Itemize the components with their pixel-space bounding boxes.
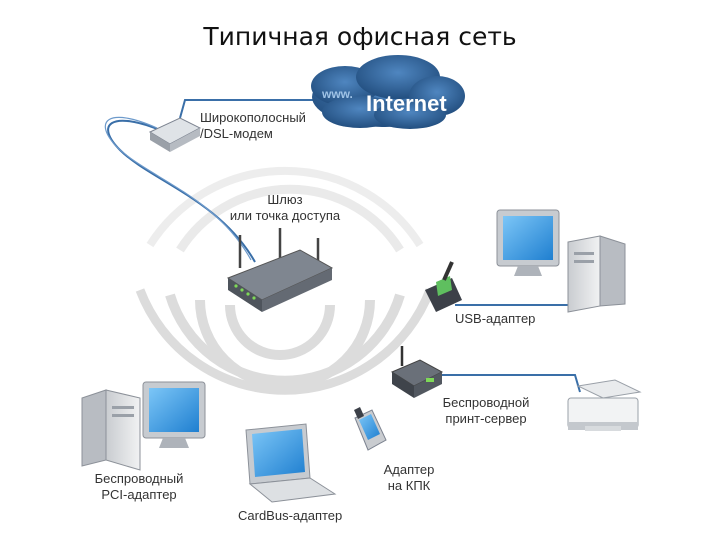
pda-icon <box>354 407 386 450</box>
usb-adapter-label: USB-адаптер <box>455 311 535 327</box>
cloud-label: Internet <box>366 91 447 116</box>
print-server-label: Беспроводной принт-сервер <box>430 395 542 427</box>
pda-adapter-label: Адаптер на КПК <box>374 462 444 494</box>
router-icon <box>228 228 332 312</box>
gateway-label: Шлюз или точка доступа <box>220 192 350 224</box>
modem-icon <box>150 118 200 152</box>
laptop-icon <box>246 424 335 502</box>
cloud-prefix: www. <box>321 87 353 101</box>
desktop-pc-icon <box>82 382 205 470</box>
modem-label: Широкополосный /DSL-модем <box>200 110 306 142</box>
cloud-icon: www. Internet <box>311 55 465 129</box>
desktop-pc-icon <box>497 210 625 312</box>
pci-adapter-label: Беспроводный PCI-адаптер <box>80 471 198 503</box>
cardbus-adapter-label: CardBus-адаптер <box>238 508 342 524</box>
print-server-icon <box>392 346 442 398</box>
